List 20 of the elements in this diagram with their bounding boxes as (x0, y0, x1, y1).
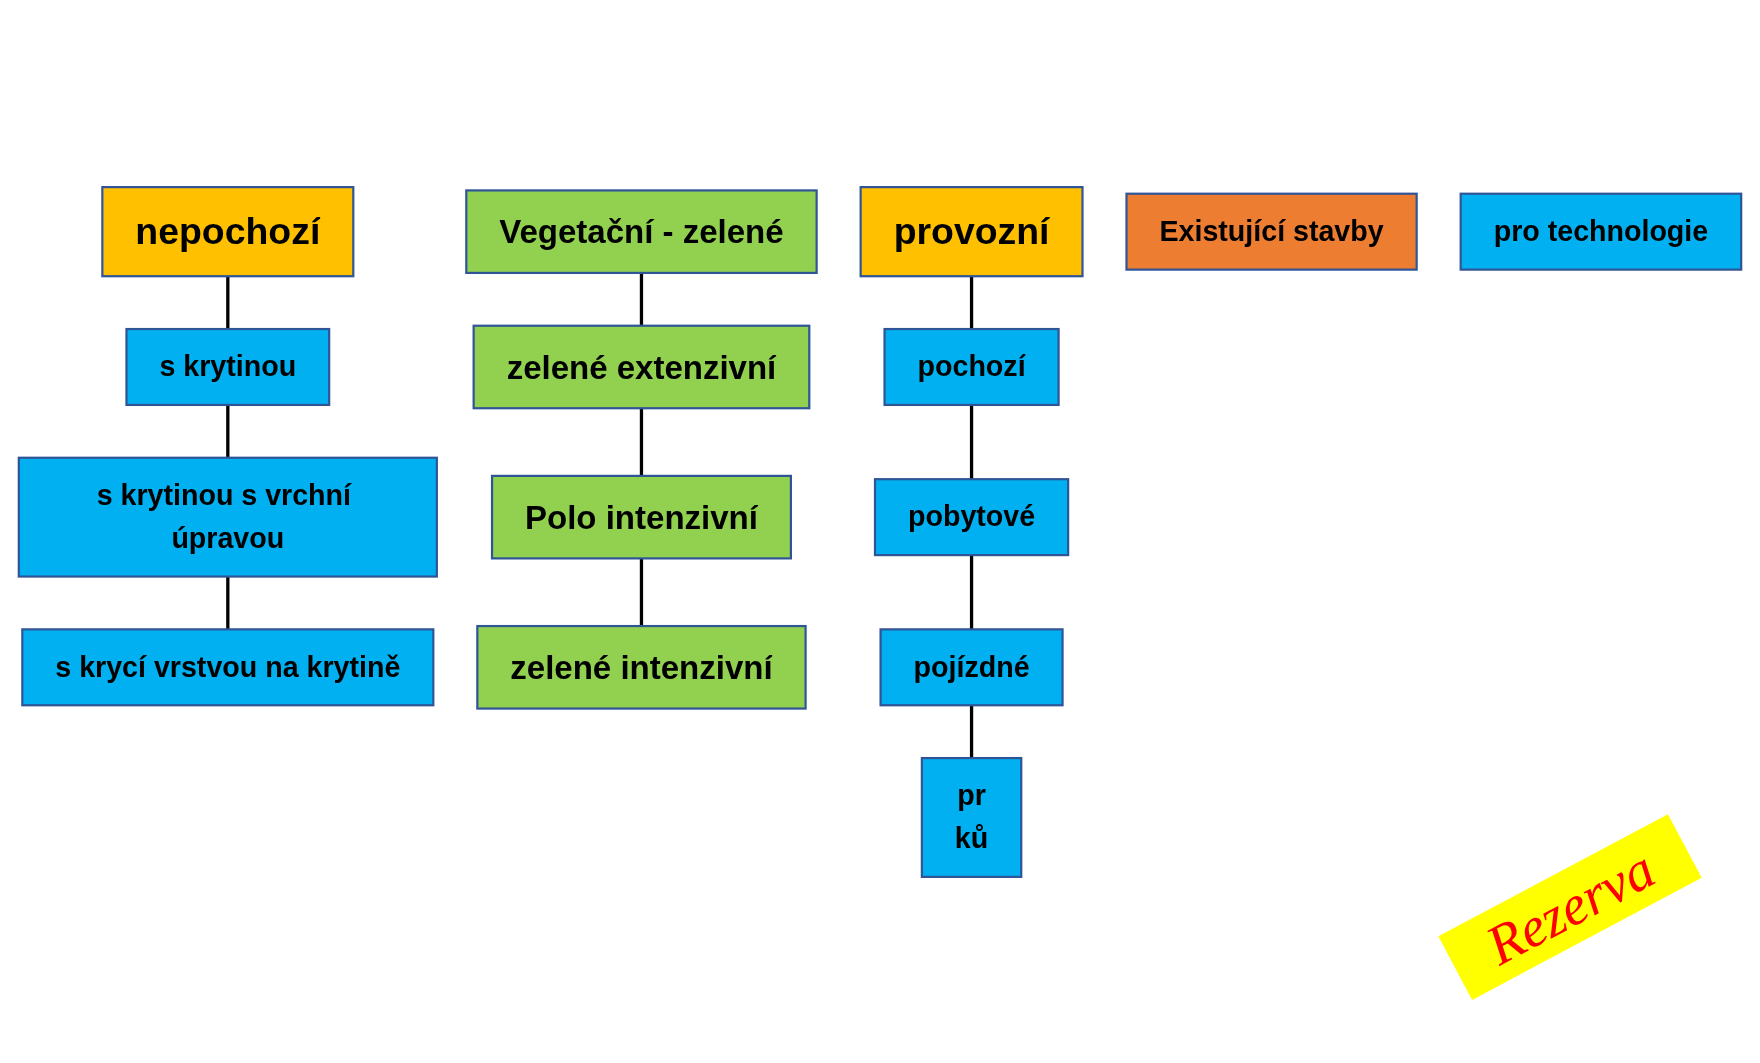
connector (639, 557, 644, 626)
node-box: pobytové (873, 477, 1070, 556)
node-box: s krytinou s vrchní úpravou (17, 456, 438, 578)
connector (969, 275, 974, 329)
node-box: pro technologie (1459, 192, 1743, 271)
node-box: pojízdné (879, 627, 1064, 706)
node-box: pr ků (920, 756, 1023, 878)
node-box: Existující stavby (1125, 192, 1418, 271)
connector (969, 404, 974, 479)
node-box: Vegetační - zelené (465, 188, 818, 274)
node-box: s krycí vrstvou na krytině (21, 627, 435, 706)
node-box: pochozí (883, 327, 1060, 406)
node-box: s krytinou (125, 327, 331, 406)
connector (226, 404, 230, 458)
connector (969, 704, 974, 758)
connector (226, 275, 230, 329)
connector (969, 554, 974, 629)
connector (639, 272, 644, 326)
connector (639, 407, 644, 476)
connector (226, 576, 230, 629)
